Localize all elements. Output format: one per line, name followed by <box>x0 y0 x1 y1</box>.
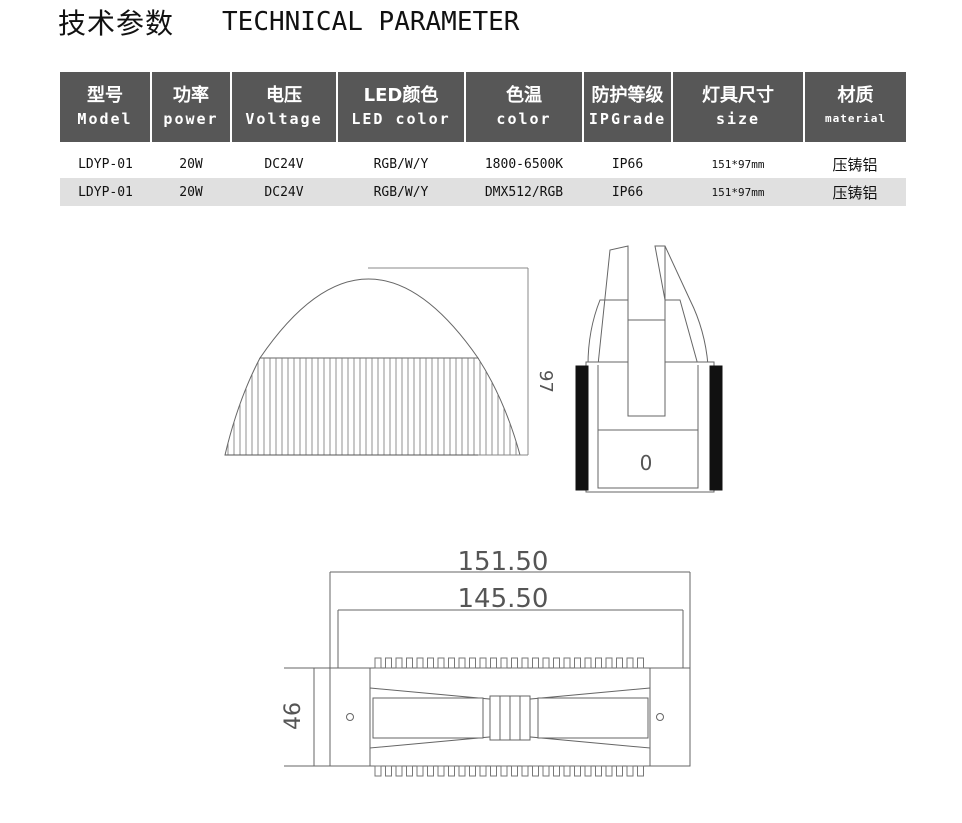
table-row: LDYP-01 20W DC24V RGB/W/Y DMX512/RGB IP6… <box>60 178 906 206</box>
fin-tooth <box>448 657 455 669</box>
table-row: LDYP-01 20W DC24V RGB/W/Y 1800-6500K IP6… <box>60 142 906 178</box>
fin-tooth <box>500 657 508 669</box>
cell-size: 151*97mm <box>672 178 804 206</box>
fin-tooth <box>458 657 466 669</box>
fin-tooth <box>490 657 497 669</box>
cell-ip-grade: IP66 <box>583 178 672 206</box>
fin-tooth <box>542 765 550 777</box>
fin-tooth <box>479 657 487 669</box>
fin-tooth <box>416 765 424 777</box>
cell-voltage: DC24V <box>231 178 337 206</box>
fin-tooth <box>532 657 539 669</box>
cell-led-color: RGB/W/Y <box>337 178 465 206</box>
fin-tooth <box>395 765 403 777</box>
cell-voltage: DC24V <box>264 156 304 172</box>
fin-tooth <box>395 657 403 669</box>
fin-tooth <box>626 657 634 669</box>
fin-tooth <box>469 765 476 777</box>
cell-size: 151*97mm <box>711 157 765 171</box>
fin-tooth <box>521 657 529 669</box>
fin-tooth <box>605 657 613 669</box>
fin-tooth <box>563 657 571 669</box>
fin-tooth <box>605 765 613 777</box>
cell-power: 20W <box>151 178 231 206</box>
fin-tooth <box>479 765 487 777</box>
fin-tooth <box>437 765 445 777</box>
bottom-height-label: 46 <box>281 702 306 730</box>
fin-tooth <box>521 765 529 777</box>
fin-tooth <box>448 765 455 777</box>
bottom-width-outer-label: 151.50 <box>458 547 549 577</box>
bottom-view-drawing <box>284 571 691 777</box>
fin-tooth <box>574 657 581 669</box>
fin-tooth <box>626 765 634 777</box>
fin-tooth <box>637 657 644 669</box>
fin-tooth <box>385 765 392 777</box>
page-title: 技术参数 TECHNICAL PARAMETER <box>58 2 519 42</box>
bottom-width-inner-label: 145.50 <box>458 584 549 614</box>
front-view-drawing <box>224 267 529 456</box>
fin-tooth <box>553 657 560 669</box>
cell-color-temp: 1800-6500K <box>484 156 564 172</box>
cell-led-color: RGB/W/Y <box>373 156 429 172</box>
fin-tooth <box>490 765 497 777</box>
cell-color-temp: DMX512/RGB <box>465 178 583 206</box>
side-view-drawing <box>575 245 723 493</box>
fin-tooth <box>469 657 476 669</box>
fin-tooth <box>427 657 434 669</box>
fin-tooth <box>616 765 623 777</box>
title-cn: 技术参数 <box>58 7 175 40</box>
fin-tooth <box>595 657 602 669</box>
fin-tooth <box>542 657 550 669</box>
cell-model: LDYP-01 <box>60 178 151 206</box>
fin-tooth <box>595 765 602 777</box>
fin-tooth <box>532 765 539 777</box>
fin-tooth <box>416 657 424 669</box>
cell-material: 压铸铝 <box>832 155 878 174</box>
fin-tooth <box>406 765 413 777</box>
fin-tooth <box>584 657 592 669</box>
fin-tooth <box>511 657 518 669</box>
fin-tooth <box>500 765 508 777</box>
fin-tooth <box>374 657 382 669</box>
fin-tooth <box>374 765 382 777</box>
cell-ip-grade: IP66 <box>611 156 644 172</box>
fin-tooth <box>637 765 644 777</box>
fin-tooth <box>385 657 392 669</box>
fin-tooth <box>437 657 445 669</box>
side-mark-label: 0 <box>640 451 653 475</box>
cell-power: 20W <box>179 156 203 172</box>
fin-tooth <box>616 657 623 669</box>
cell-model: LDYP-01 <box>78 156 133 172</box>
fin-tooth <box>458 765 466 777</box>
fin-tooth <box>427 765 434 777</box>
cell-material: 压铸铝 <box>804 178 906 206</box>
fin-tooth <box>511 765 518 777</box>
title-en: TECHNICAL PARAMETER <box>222 7 520 37</box>
fin-tooth <box>584 765 592 777</box>
fin-tooth <box>563 765 571 777</box>
fin-tooth <box>553 765 560 777</box>
front-height-label: 97 <box>535 370 556 393</box>
fin-tooth <box>574 765 581 777</box>
fin-tooth <box>406 657 413 669</box>
